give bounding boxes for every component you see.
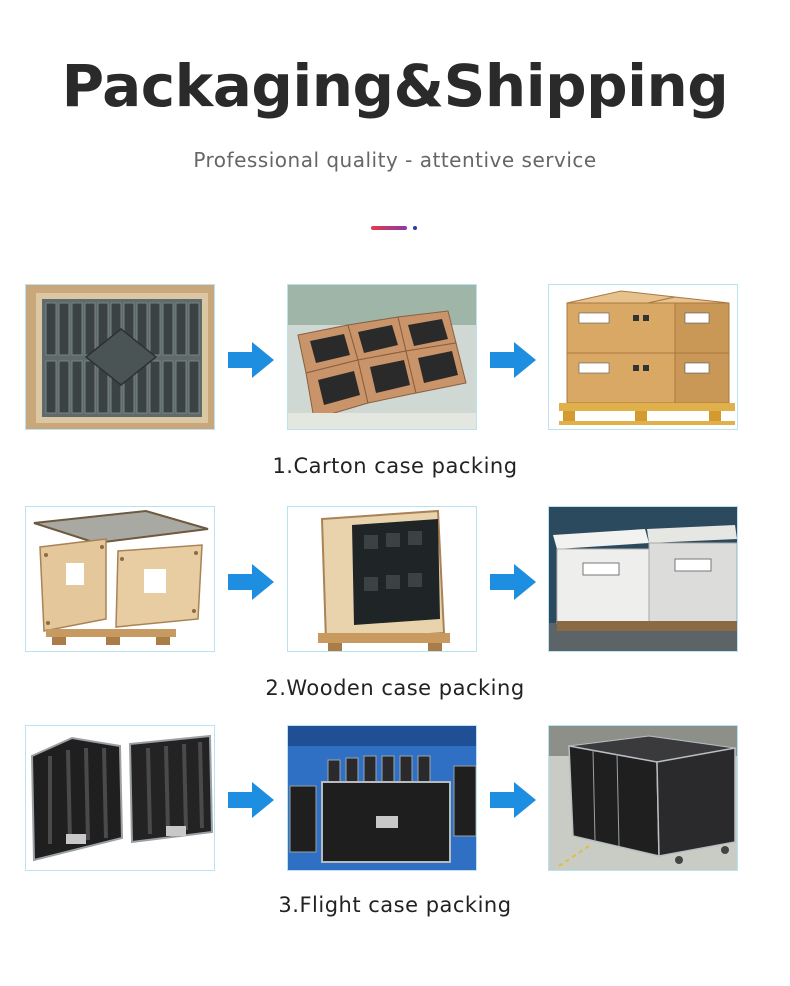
right-arrow-icon <box>228 564 274 600</box>
open-flight-cases-photo <box>25 725 215 871</box>
page-title: Packaging&Shipping <box>61 52 729 120</box>
cartons-on-pallet-photo <box>548 284 738 430</box>
right-arrow-icon <box>490 342 536 378</box>
wrapped-wooden-crates-photo <box>548 506 738 652</box>
led-modules-in-carton-photo <box>25 284 215 430</box>
right-arrow-icon <box>490 782 536 818</box>
row-caption-flight: 3.Flight case packing <box>278 893 512 917</box>
row-caption-carton: 1.Carton case packing <box>272 454 518 478</box>
accent-bar <box>371 226 407 230</box>
rows-of-flight-cases-photo <box>548 725 738 871</box>
display-cabinet-in-crate-photo <box>287 506 477 652</box>
right-arrow-icon <box>228 782 274 818</box>
accent-dot <box>413 226 417 230</box>
right-arrow-icon <box>490 564 536 600</box>
open-cartons-photo <box>287 284 477 430</box>
loaded-flight-case-photo <box>287 725 477 871</box>
open-wooden-crate-photo <box>25 506 215 652</box>
row-caption-wooden: 2.Wooden case packing <box>265 676 525 700</box>
page-subtitle: Professional quality - attentive service <box>193 148 597 172</box>
right-arrow-icon <box>228 342 274 378</box>
